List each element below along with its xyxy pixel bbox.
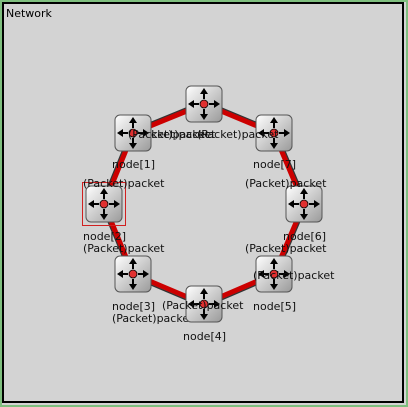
- node-label: node[6]: [283, 230, 327, 243]
- network-canvas[interactable]: [2, 2, 404, 403]
- router-arrows-icon[interactable]: [185, 285, 223, 323]
- packet-label: (Packet)packet: [245, 177, 327, 190]
- router-arrows-icon[interactable]: [255, 114, 293, 152]
- packet-label: (Packet)packet: [162, 299, 244, 312]
- node-label: node[1]: [112, 158, 156, 171]
- packet-label: (Packet)packet: [197, 128, 279, 141]
- node-label: node[4]: [183, 330, 227, 343]
- router-arrows-icon[interactable]: [285, 185, 323, 223]
- node-label: node[5]: [253, 300, 297, 313]
- packet-label: (Packet)packet: [128, 128, 210, 141]
- packet-label: (Packet)packet: [134, 128, 216, 141]
- packet-label: (Packet)packet: [83, 177, 165, 190]
- packet-label: (Packet)packet: [112, 312, 194, 325]
- router-arrows-icon[interactable]: [185, 85, 223, 123]
- router-arrows-icon[interactable]: [114, 255, 152, 293]
- packet-label: (Packet)packet: [245, 242, 327, 255]
- packet-label: (Packet)packet: [83, 242, 165, 255]
- packet-label: (Packet)packet: [253, 269, 335, 282]
- node-label: node[2]: [83, 230, 127, 243]
- selection-box: [82, 182, 126, 226]
- node-label: node[7]: [253, 158, 297, 171]
- node-label: node[3]: [112, 300, 156, 313]
- router-arrows-icon[interactable]: [255, 255, 293, 293]
- router-arrows-icon[interactable]: [114, 114, 152, 152]
- network-title: Network: [6, 7, 52, 20]
- router-arrows-icon[interactable]: [85, 185, 123, 223]
